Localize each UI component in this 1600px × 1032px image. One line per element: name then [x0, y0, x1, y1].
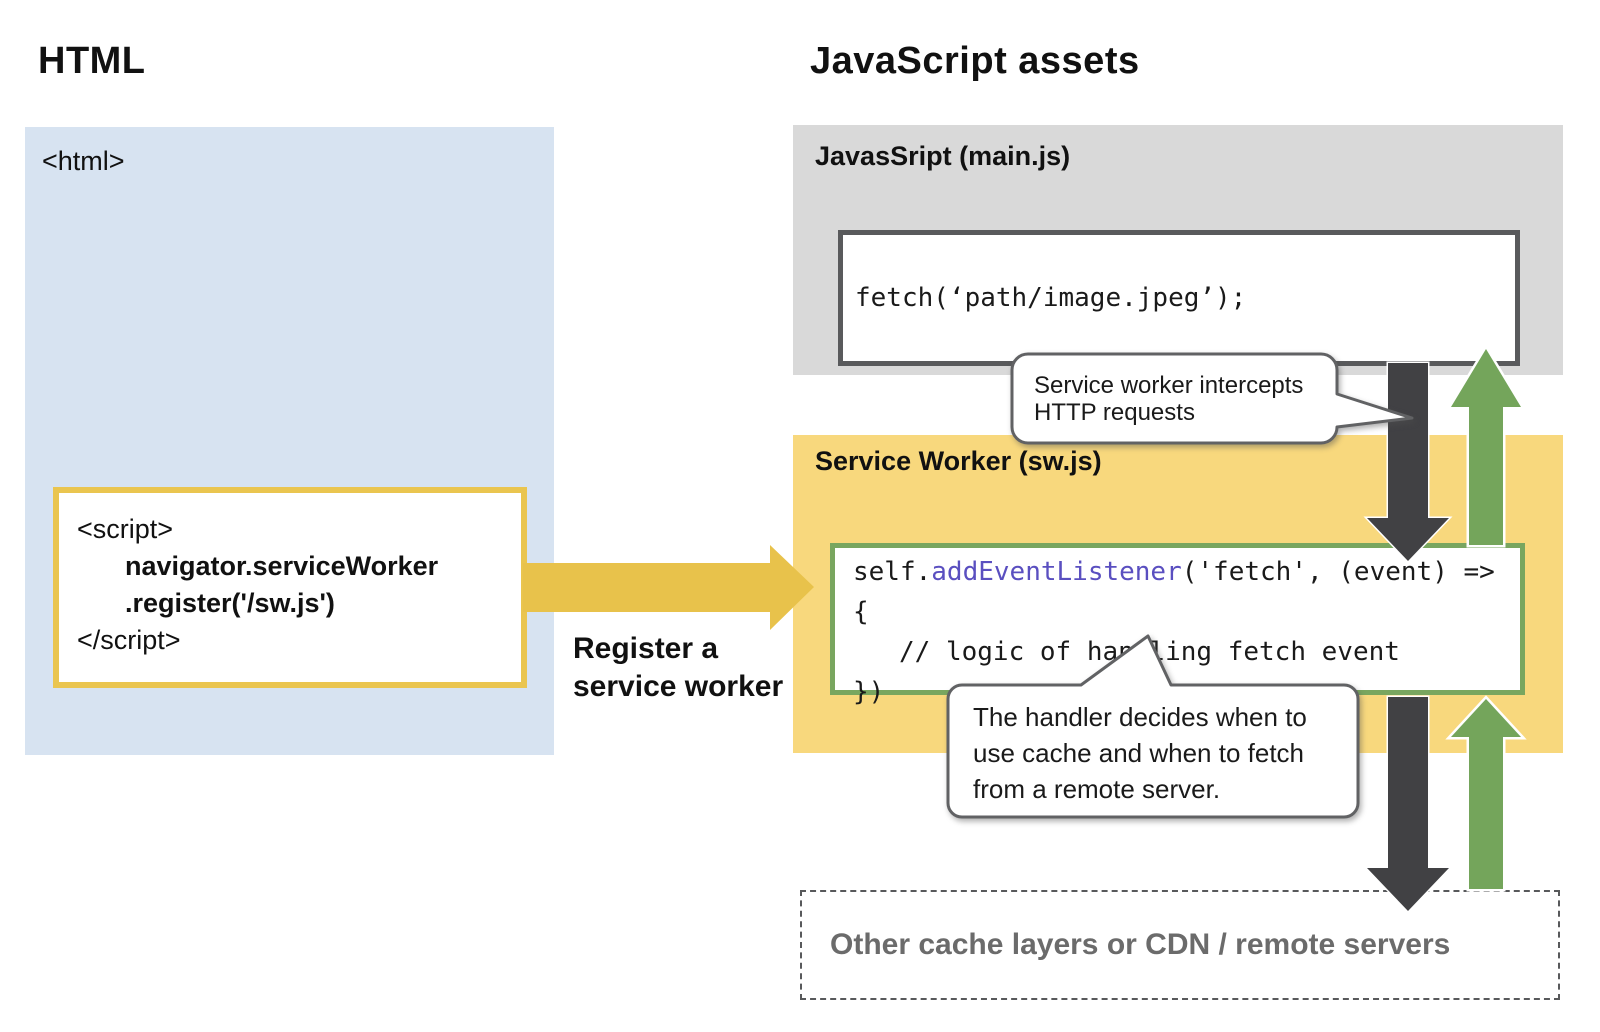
- remote-servers-box: Other cache layers or CDN / remote serve…: [800, 890, 1560, 1000]
- intercept-bubble-text: Service worker intercepts HTTP requests: [1034, 372, 1304, 426]
- script-code-line-1: navigator.serviceWorker: [125, 551, 439, 581]
- html-tag-label: <html>: [42, 146, 125, 176]
- handler-bubble: [946, 634, 1360, 819]
- remote-servers-label: Other cache layers or CDN / remote serve…: [830, 928, 1451, 961]
- sw-panel-header: Service Worker (sw.js): [815, 446, 1102, 476]
- intercept-bubble: [1010, 352, 1414, 445]
- fetch-code: fetch(‘path/image.jpeg’);: [855, 283, 1247, 313]
- script-close-tag: </script>: [77, 625, 181, 655]
- register-script-box: <script> navigator.serviceWorker .regist…: [53, 487, 527, 688]
- script-code-line-2: .register('/sw.js'): [125, 588, 335, 618]
- register-arrow-label: Register a service worker: [573, 632, 784, 703]
- sw-code-line-1: self.addEventListener('fetch', (event) =…: [853, 557, 1495, 627]
- handler-bubble-text: The handler decides when to use cache an…: [973, 702, 1307, 804]
- register-arrow-icon: [523, 545, 814, 630]
- sw-code-line-3: }): [853, 677, 885, 707]
- script-open-tag: <script>: [77, 514, 174, 544]
- addEventListener-keyword: addEventListener: [931, 557, 1182, 587]
- mainjs-panel-header: JavasSript (main.js): [815, 141, 1071, 171]
- html-section-title: HTML: [38, 40, 146, 82]
- js-assets-section-title: JavaScript assets: [810, 40, 1140, 82]
- fetch-code-box: fetch(‘path/image.jpeg’);: [838, 230, 1520, 366]
